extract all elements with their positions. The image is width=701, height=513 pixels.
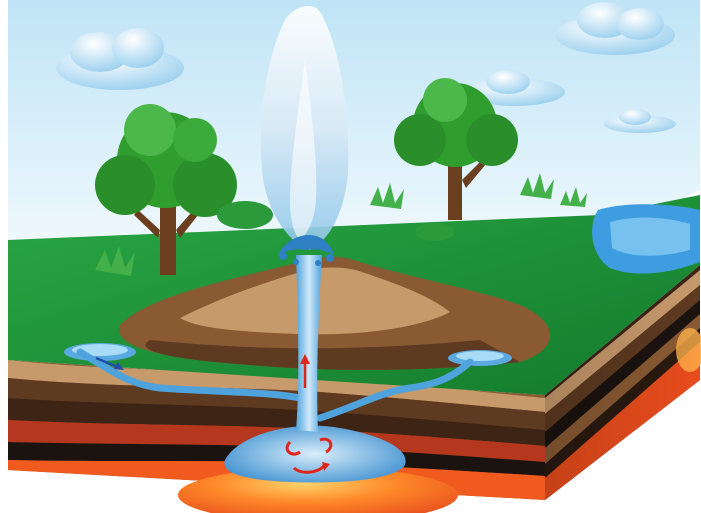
cloud-icon — [555, 2, 675, 55]
arrow-icon — [300, 354, 310, 388]
underground-channel-right — [316, 358, 474, 422]
magma-source — [178, 467, 458, 513]
steam-plume — [260, 5, 349, 251]
water-chamber — [224, 425, 406, 483]
arrow-icon — [285, 437, 333, 474]
cloud-icon — [56, 28, 184, 90]
cloud-icon — [465, 70, 565, 106]
arrow-icon — [95, 356, 124, 370]
cloud-icon — [604, 109, 676, 133]
strata-side-face — [545, 265, 701, 500]
tree-icon — [394, 78, 518, 220]
left-pool — [64, 343, 136, 361]
side-lake — [592, 204, 700, 274]
bush-icon — [95, 173, 587, 276]
water-jet — [278, 235, 334, 266]
underground-channel-left — [76, 348, 304, 402]
geyser-conduit — [296, 255, 322, 432]
right-pool — [448, 350, 512, 366]
tree-icon — [95, 104, 237, 275]
